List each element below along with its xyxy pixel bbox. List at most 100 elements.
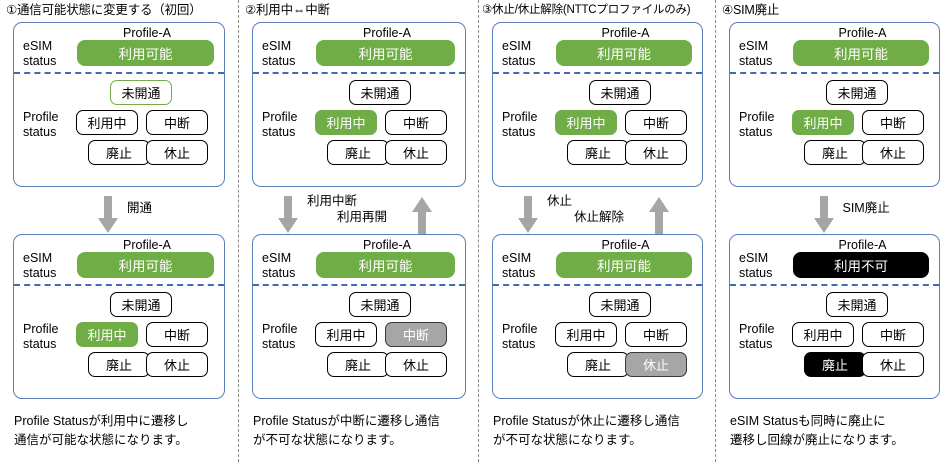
profile-name-label: Profile-A [123,238,171,252]
chip-in-use: 利用中 [315,110,377,135]
panel-title: ②利用中⇔中断 [245,3,330,17]
panel-caption: eSIM Statusも同時に廃止に 遷移し回線が廃止になります。 [730,414,904,447]
chip-paused: 休止 [146,352,208,377]
esim-status-label: eSIM status [739,251,773,280]
transition-label: 利用中断 [307,194,358,208]
transition-label: 開通 [127,201,153,215]
panel-caption: Profile Statusが中断に遷移し通信 が不可な状態になります。 [253,414,440,447]
chip-terminated: 廃止 [88,352,150,377]
esim-status-value: 利用可能 [77,40,214,66]
esim-status-value: 利用可能 [556,252,692,278]
chip-paused: 休止 [862,140,924,165]
chip-terminated: 廃止 [804,352,866,377]
transition-label: 利用再開 [337,210,388,224]
chip-paused: 休止 [385,352,447,377]
profile-name-label: Profile-A [363,26,411,40]
transition-arrow-down [517,196,539,239]
chip-not-activated: 未開通 [589,292,651,317]
chip-suspended: 中断 [625,110,687,135]
profile-name-label: Profile-A [363,238,411,252]
state-card-after: Profile-A eSIM status 利用可能 Profile status 未開… [13,234,225,399]
chip-not-activated: 未開通 [349,292,411,317]
esim-status-label: eSIM status [23,251,57,280]
chip-not-activated: 未開通 [589,80,651,105]
esim-status-label: eSIM status [502,251,536,280]
card-section-divider [730,284,939,286]
profile-status-label: Profile status [739,110,775,139]
chip-suspended: 中断 [625,322,687,347]
chip-suspended: 中断 [146,322,208,347]
card-section-divider [730,72,939,74]
chip-in-use: 利用中 [555,110,617,135]
profile-status-label: Profile status [502,322,538,351]
panel-title: ①通信可能状態に変更する（初回） [6,3,202,17]
transition-label: 休止解除 [574,210,625,224]
card-section-divider [253,284,465,286]
chip-terminated: 廃止 [567,352,629,377]
profile-status-label: Profile status [262,110,298,139]
profile-name-label: Profile-A [838,26,887,40]
card-section-divider [14,284,224,286]
card-section-divider [14,72,224,74]
chip-terminated: 廃止 [327,140,389,165]
chip-in-use: 利用中 [76,322,138,347]
chip-in-use: 利用中 [792,322,854,347]
esim-status-value: 利用可能 [793,40,929,66]
profile-name-label: Profile-A [838,238,887,252]
panel-title: ④SIM廃止 [722,3,780,17]
chip-terminated: 廃止 [327,352,389,377]
panel-1: ①通信可能状態に変更する（初回） Profile-A eSIM status 利用可能… [0,0,238,462]
state-card-after: Profile-A eSIM status 利用不可 Profile status 未開… [729,234,940,399]
panel-4: ④SIM廃止 Profile-A eSIM status 利用可能 Profile st… [715,0,952,462]
transition-arrow-up [648,196,670,239]
esim-status-value: 利用可能 [316,252,455,278]
card-section-divider [253,72,465,74]
transition-arrow-down [813,196,835,239]
panel-caption: Profile Statusが利用中に遷移し 通信が可能な状態になります。 [14,414,189,447]
profile-status-label: Profile status [23,322,59,351]
chip-terminated: 廃止 [804,140,866,165]
chip-terminated: 廃止 [88,140,150,165]
chip-paused: 休止 [146,140,208,165]
esim-status-value: 利用不可 [793,252,929,278]
panel-title: ③休止/休止解除(NTTCプロファイルのみ) [482,4,691,16]
profile-status-label: Profile status [739,322,775,351]
transition-arrow-down [277,196,299,239]
chip-in-use: 利用中 [76,110,138,135]
esim-status-value: 利用可能 [77,252,214,278]
chip-in-use: 利用中 [315,322,377,347]
chip-paused: 休止 [625,352,687,377]
profile-name-label: Profile-A [123,26,171,40]
esim-status-label: eSIM status [262,251,296,280]
esim-status-label: eSIM status [502,39,536,68]
chip-not-activated: 未開通 [110,292,172,317]
chip-suspended: 中断 [385,322,447,347]
esim-status-value: 利用可能 [316,40,455,66]
profile-name-label: Profile-A [601,26,650,40]
esim-status-label: eSIM status [262,39,296,68]
panel-3: ③休止/休止解除(NTTCプロファイルのみ) Profile-A eSIM stat… [478,0,715,462]
card-section-divider [493,72,702,74]
chip-terminated: 廃止 [567,140,629,165]
chip-suspended: 中断 [146,110,208,135]
esim-status-label: eSIM status [739,39,773,68]
chip-suspended: 中断 [862,110,924,135]
esim-status-label: eSIM status [23,39,57,68]
esim-status-value: 利用可能 [556,40,692,66]
chip-not-activated: 未開通 [826,292,888,317]
chip-paused: 休止 [625,140,687,165]
panel-caption: Profile Statusが休止に遷移し通信 が不可な状態になります。 [493,414,680,447]
card-section-divider [493,284,702,286]
transition-label: SIM廃止 [842,201,890,215]
chip-paused: 休止 [385,140,447,165]
chip-paused: 休止 [862,352,924,377]
profile-status-label: Profile status [502,110,538,139]
panel-2: ②利用中⇔中断 Profile-A eSIM status 利用可能 Profile s… [238,0,478,462]
state-card-before: Profile-A eSIM status 利用可能 Profile status 未開… [492,22,703,187]
